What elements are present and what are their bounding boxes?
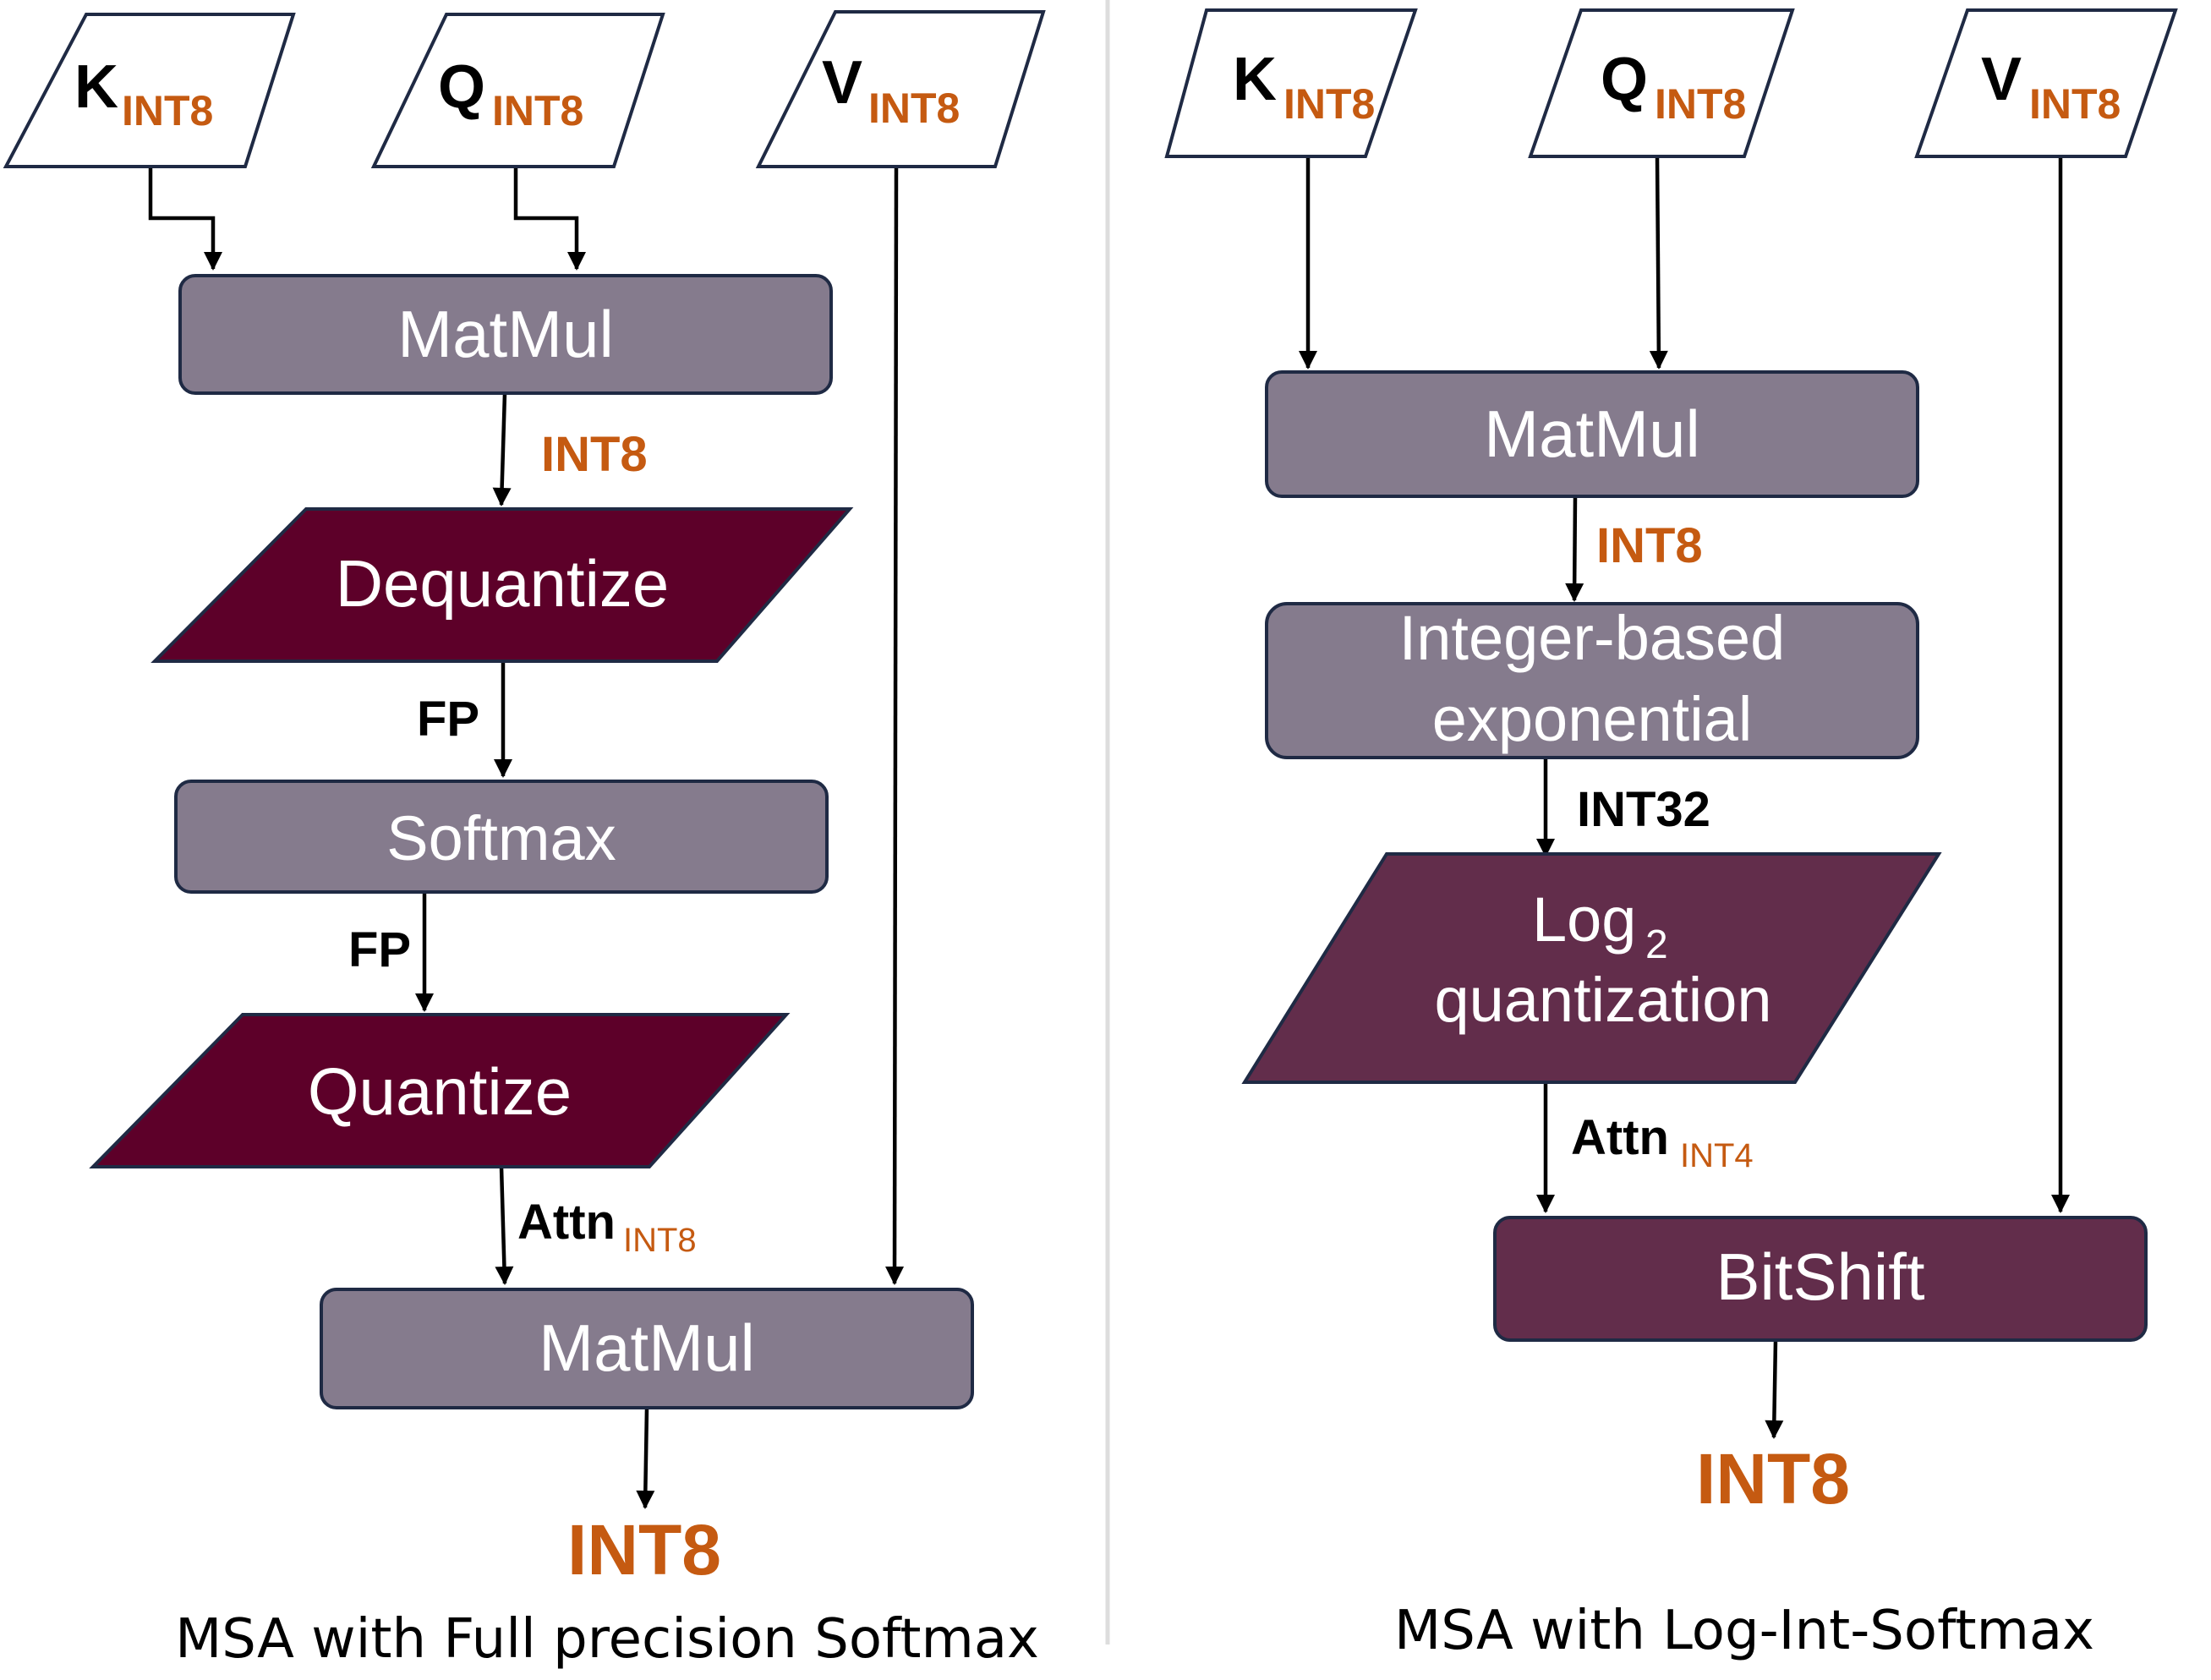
input-k-box	[3, 13, 296, 168]
input-k-sub: INT8	[122, 87, 213, 134]
right-panel: K INT8 Q INT8 V INT8 MatMul INT8 Integer…	[1164, 8, 2178, 1662]
input-q-sub: INT8	[492, 87, 583, 134]
right-edge-attn-sub: INT4	[1680, 1137, 1754, 1174]
right-input-q-box	[1528, 8, 1795, 158]
wire-q-to-matmul	[513, 167, 586, 271]
edge-fp-label-1: FP	[417, 692, 479, 747]
matmul-box	[178, 274, 833, 395]
exponential-label-line2: exponential	[1432, 684, 1753, 754]
matmul-label: MatMul	[397, 297, 614, 371]
wire-matmul2-to-output	[636, 1407, 655, 1509]
edge-int8-label: INT8	[541, 427, 648, 482]
edge-attn-sub: INT8	[623, 1222, 697, 1259]
wire-q-to-matmul-right	[1649, 156, 1668, 369]
quantize-box	[89, 1013, 791, 1168]
right-input-k-label: K	[1233, 46, 1277, 113]
wire-quantize-to-matmul2	[495, 1166, 514, 1285]
logquant-label-line2: quantization	[1434, 965, 1771, 1035]
quantize-label: Quantize	[308, 1054, 572, 1129]
input-v-sub: INT8	[868, 85, 960, 132]
logquant-label-sub: 2	[1645, 922, 1668, 967]
input-v-box	[755, 10, 1046, 168]
edge-fp-label-2: FP	[348, 922, 411, 977]
matmul2-label: MatMul	[539, 1311, 755, 1385]
right-edge-attn-label: Attn	[1571, 1110, 1669, 1165]
right-edge-int8-label: INT8	[1596, 518, 1703, 573]
right-matmul-box	[1265, 370, 1919, 498]
wire-matmul-to-dequantize	[492, 392, 512, 506]
dequantize-label: Dequantize	[336, 546, 670, 621]
input-q-box	[370, 13, 665, 168]
exponential-label-line1: Integer-based	[1399, 603, 1786, 673]
softmax-box	[174, 780, 829, 894]
wire-k-to-matmul	[148, 167, 222, 271]
input-v-label: V	[822, 49, 862, 117]
right-input-k-box	[1164, 8, 1418, 158]
right-matmul-label: MatMul	[1484, 397, 1700, 471]
input-q-label: Q	[438, 53, 485, 121]
right-input-q-sub: INT8	[1655, 80, 1746, 128]
bitshift-label: BitShift	[1716, 1239, 1924, 1314]
softmax-label: Softmax	[386, 803, 616, 873]
output-label: INT8	[567, 1510, 721, 1590]
right-input-v-sub: INT8	[2029, 80, 2121, 128]
wire-v-to-matmul2	[885, 166, 905, 1285]
wire-bitshift-to-output	[1765, 1339, 1784, 1439]
left-caption: MSA with Full precision Softmax	[175, 1608, 1039, 1671]
right-input-v-box	[1914, 8, 2178, 158]
right-input-v-label: V	[1981, 46, 2022, 113]
logquant-label-main: Log	[1532, 884, 1636, 955]
right-caption: MSA with Log-Int-Softmax	[1394, 1600, 2094, 1662]
right-output-label: INT8	[1696, 1439, 1850, 1519]
right-edge-int32-label: INT32	[1577, 782, 1710, 837]
edge-attn-label: Attn	[517, 1195, 616, 1250]
right-input-q-label: Q	[1601, 46, 1648, 113]
logquant-box	[1241, 852, 1942, 1084]
exponential-box	[1265, 602, 1919, 759]
bitshift-box	[1493, 1216, 2148, 1342]
left-panel: K INT8 Q INT8 V INT8 MatMul INT8 Dequant…	[3, 10, 1046, 1671]
right-input-k-sub: INT8	[1283, 80, 1375, 128]
wire-matmul-to-exponential	[1565, 495, 1584, 602]
input-k-label: K	[74, 53, 118, 121]
dequantize-box	[151, 507, 854, 663]
matmul2-box	[320, 1288, 974, 1409]
